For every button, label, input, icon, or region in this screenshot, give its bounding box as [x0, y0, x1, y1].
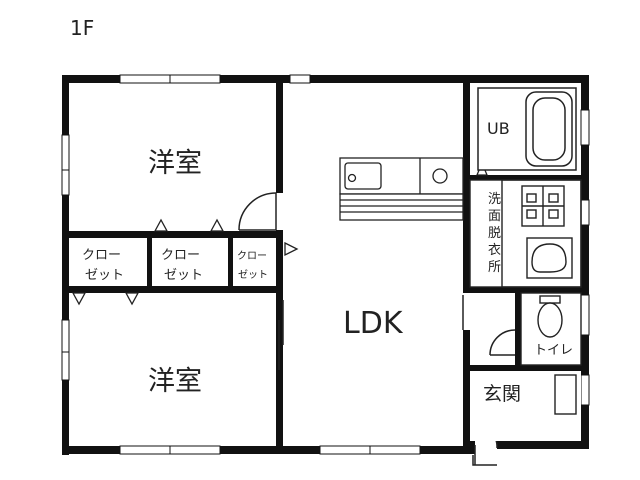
room-label-unit-bath: UB: [487, 119, 510, 138]
closet-label-line: ゼット: [164, 268, 203, 283]
room-label-western-upper: 洋室: [148, 148, 202, 179]
washroom-char: 所: [488, 260, 501, 275]
room-label-washroom: 洗 面 脱 衣 所: [488, 192, 501, 275]
kitchen-counter: [339, 157, 464, 221]
room-label-ldk: LDK: [343, 306, 404, 341]
washroom-char: 洗: [488, 192, 501, 207]
closet-2-label: クロー ゼット: [161, 248, 203, 283]
room-label-western-lower: 洋室: [148, 366, 202, 397]
bathtub: [477, 87, 577, 171]
washroom-char: 脱: [488, 226, 501, 241]
washroom-char: 面: [488, 209, 501, 224]
closet-label-line: ゼット: [85, 268, 124, 283]
floor-label: 1F: [70, 16, 94, 40]
outer-walls: [62, 75, 589, 455]
closet-door-markers: [71, 161, 488, 306]
windows: [61, 74, 590, 455]
closet-1-label: クロー ゼット: [82, 248, 124, 283]
sliding-doors: [278, 295, 464, 370]
closet-label-line: クロー: [82, 248, 121, 263]
closet-label-line: ゼット: [238, 269, 268, 281]
washroom-char: 衣: [488, 242, 501, 258]
room-label-toilet: トイレ: [534, 343, 573, 358]
toilet-fixture: [520, 292, 582, 366]
shoe-cabinet: [470, 371, 581, 441]
washroom-fixtures: [469, 179, 582, 288]
closet-3-label: クロー ゼット: [237, 250, 268, 281]
closet-label-line: クロー: [161, 248, 200, 263]
room-label-entrance: 玄関: [483, 383, 521, 405]
closet-label-line: クロー: [237, 250, 267, 262]
